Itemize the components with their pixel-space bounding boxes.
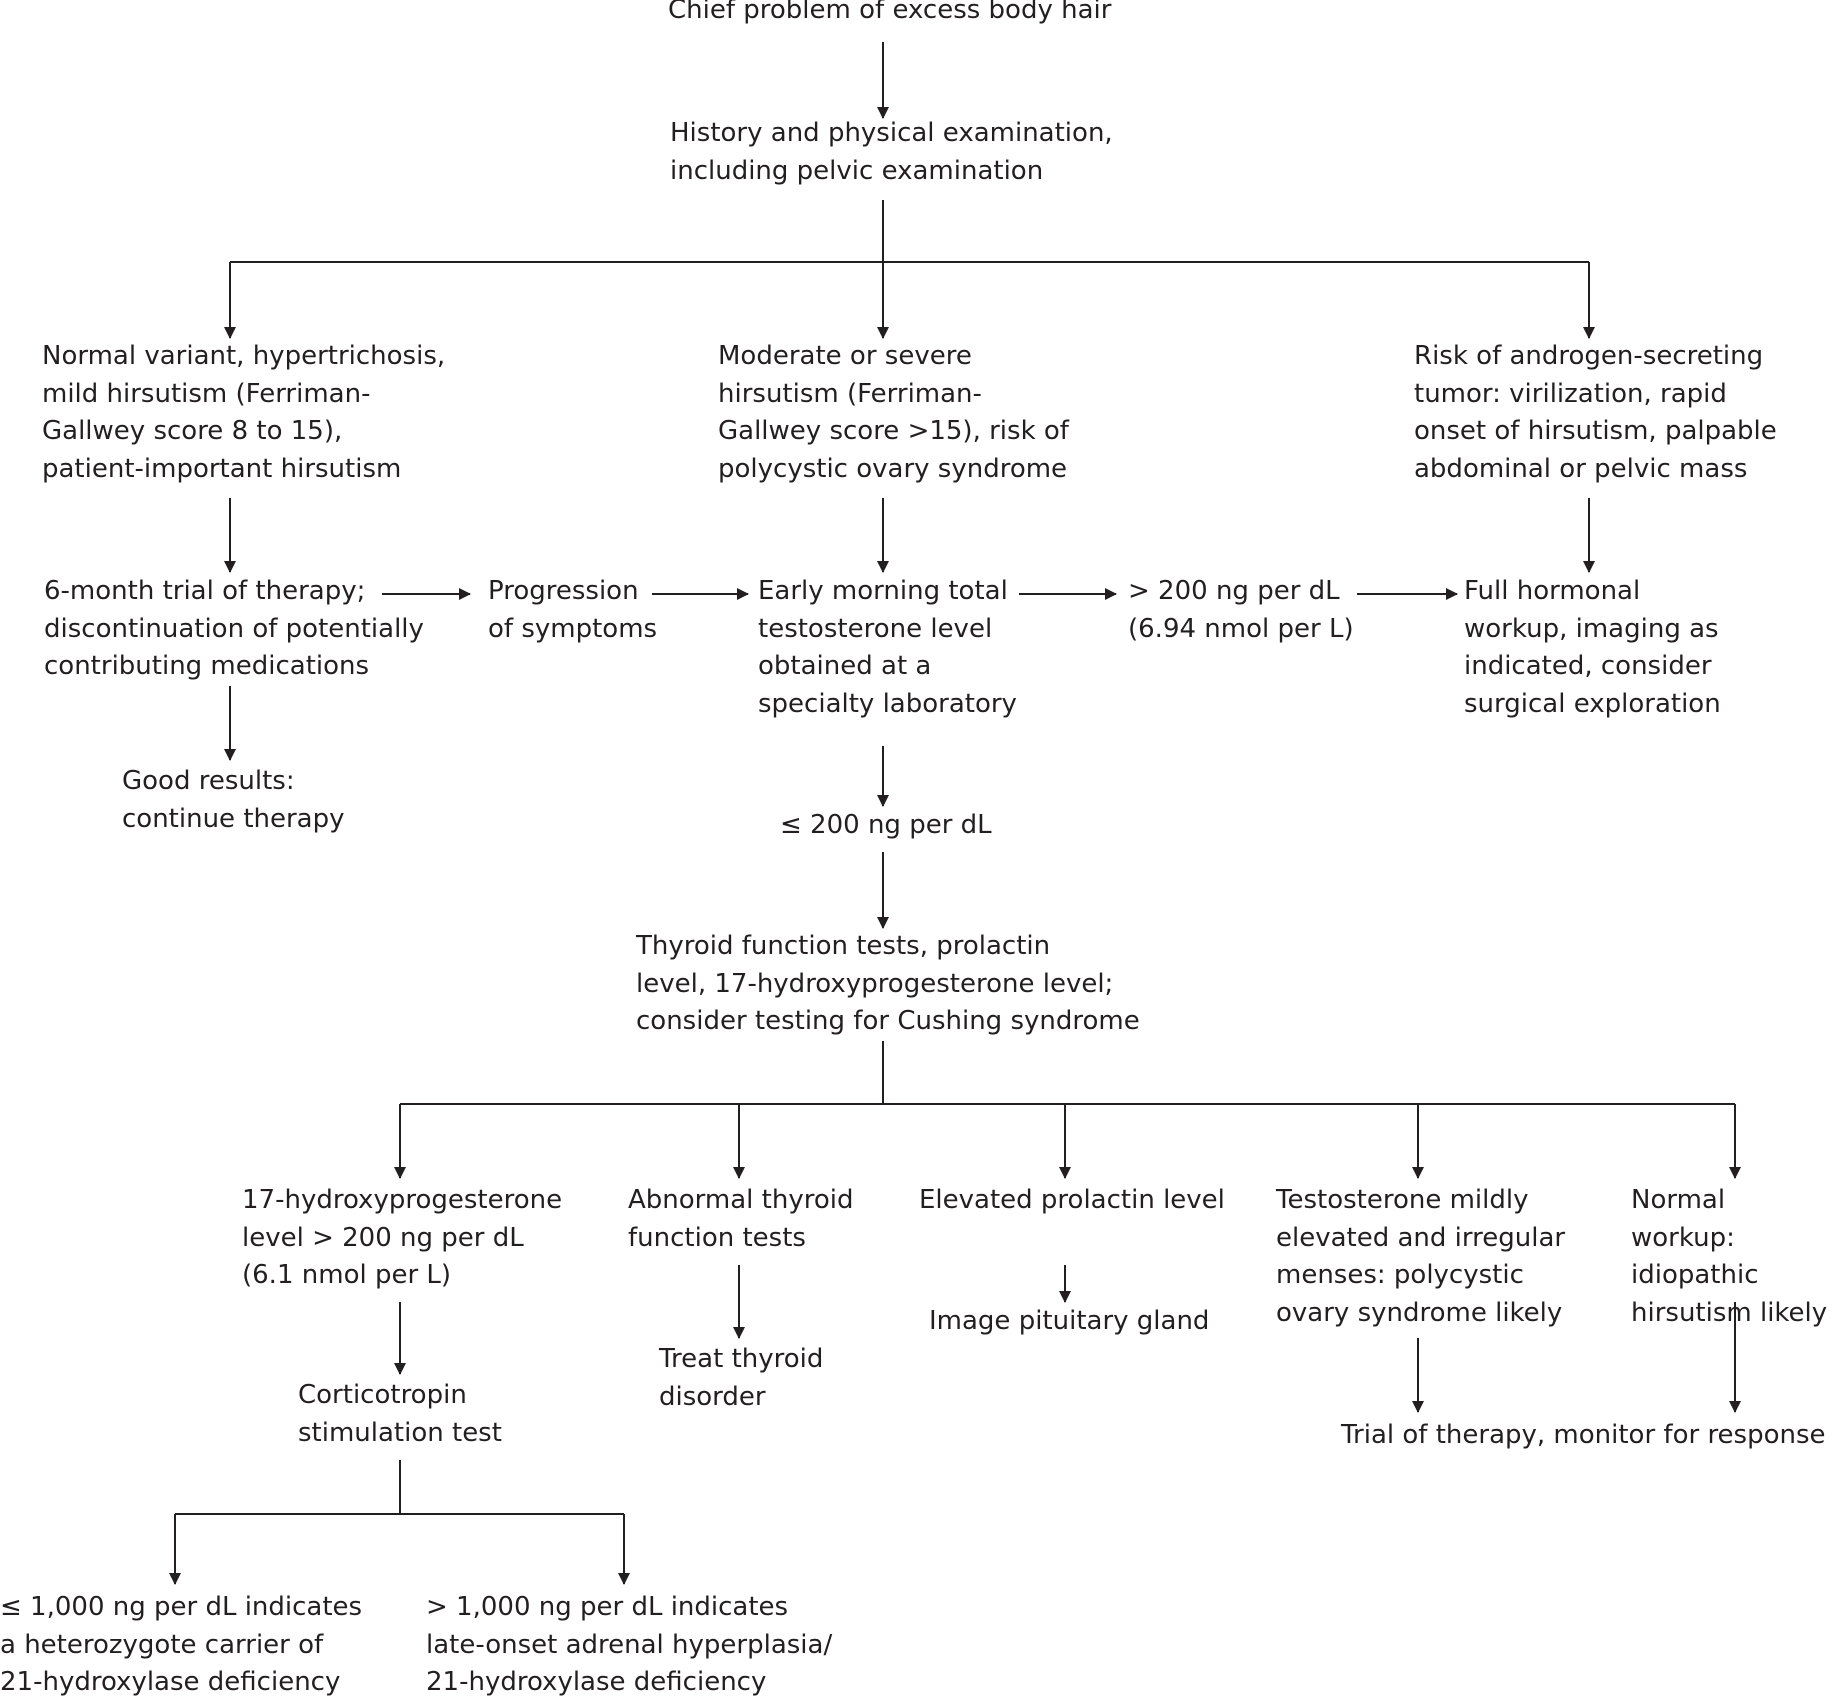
node-normal-variant: Normal variant, hypertrichosis, mild hir… [42, 341, 446, 484]
node-abnormal-thyroid: Abnormal thyroid function tests [628, 1185, 854, 1253]
node-elevated-prolactin: Elevated prolactin level [919, 1185, 1225, 1215]
node-moderate-severe: Moderate or severe hirsutism (Ferriman- … [718, 341, 1069, 484]
node-progression: Progression of symptoms [488, 576, 658, 644]
node-treat-thyroid: Treat thyroid disorder [659, 1344, 824, 1412]
node-thyroid-tests: Thyroid function tests, prolactin level,… [636, 931, 1140, 1036]
node-full-workup: Full hormonal workup, imaging as indicat… [1464, 576, 1721, 719]
node-hydroxy-level: 17-hydroxyprogesterone level > 200 ng pe… [242, 1185, 563, 1290]
node-chief-problem: Chief problem of excess body hair [668, 0, 1112, 25]
node-trial-monitor: Trial of therapy, monitor for response [1341, 1420, 1826, 1450]
node-history-exam: History and physical examination, includ… [670, 118, 1113, 186]
node-le200: ≤ 200 ng per dL [780, 810, 992, 840]
node-corticotropin: Corticotropin stimulation test [298, 1380, 502, 1448]
node-trial-therapy: 6-month trial of therapy; discontinuatio… [44, 576, 424, 681]
node-tumor-risk: Risk of androgen-secreting tumor: virili… [1414, 341, 1777, 484]
node-late-onset: > 1,000 ng per dL indicates late-onset a… [426, 1592, 833, 1697]
node-image-pituitary: Image pituitary gland [929, 1306, 1210, 1336]
node-carrier: ≤ 1,000 ng per dL indicates a heterozygo… [0, 1592, 363, 1697]
node-testosterone-level: Early morning total testosterone level o… [758, 576, 1017, 719]
node-pcos-likely: Testosterone mildly elevated and irregul… [1276, 1185, 1566, 1328]
node-gt200: > 200 ng per dL (6.94 nmol per L) [1128, 576, 1354, 644]
node-normal-workup: Normal workup: idiopathic hirsutism like… [1631, 1185, 1828, 1328]
node-good-results: Good results: continue therapy [122, 766, 345, 834]
